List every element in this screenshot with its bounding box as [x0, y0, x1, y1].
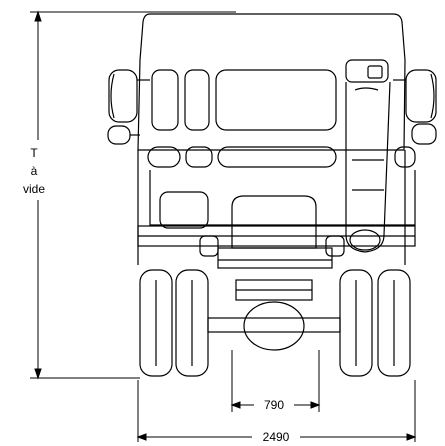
overall-arrow-left: [136, 433, 147, 441]
height-label-a: à: [31, 164, 38, 178]
height-arrow-top: [34, 10, 42, 22]
windshield-left: [151, 69, 179, 131]
mirror-left: [107, 69, 150, 145]
wheel-left-outer: [139, 269, 173, 377]
grille-left-slot: [185, 146, 213, 168]
mirror-right: [393, 69, 437, 145]
height-label-t: T: [30, 146, 38, 160]
height-label-vide: vide: [23, 182, 45, 196]
radiator: [231, 195, 317, 249]
overall-arrow-right: [406, 433, 417, 441]
height-dimension: [30, 10, 236, 380]
windshield-center: [215, 69, 337, 131]
lower-body: [149, 170, 416, 226]
track-width-label: 790: [264, 398, 284, 412]
truck: [107, 13, 437, 377]
grille-center-slot: [217, 146, 337, 168]
cab-roof: [137, 13, 406, 151]
overall-width-dimension: [136, 380, 417, 442]
wheel-right-outer: [377, 269, 411, 377]
frame-crossmember: [217, 247, 333, 269]
left-tank: [159, 191, 209, 229]
headlight-left: [147, 146, 181, 168]
tow-hook-right: [325, 235, 345, 257]
differential: [243, 301, 305, 351]
track-width-dimension: [230, 350, 321, 412]
windshield-mid-left: [184, 69, 210, 131]
axle: [207, 317, 341, 333]
tow-hook-left: [199, 235, 219, 257]
air-intake-stack: [345, 59, 391, 253]
overall-width-label: 2490: [263, 430, 290, 444]
track-arrow-left: [230, 401, 241, 409]
height-arrow-bottom: [34, 368, 42, 380]
track-arrow-right: [310, 401, 321, 409]
